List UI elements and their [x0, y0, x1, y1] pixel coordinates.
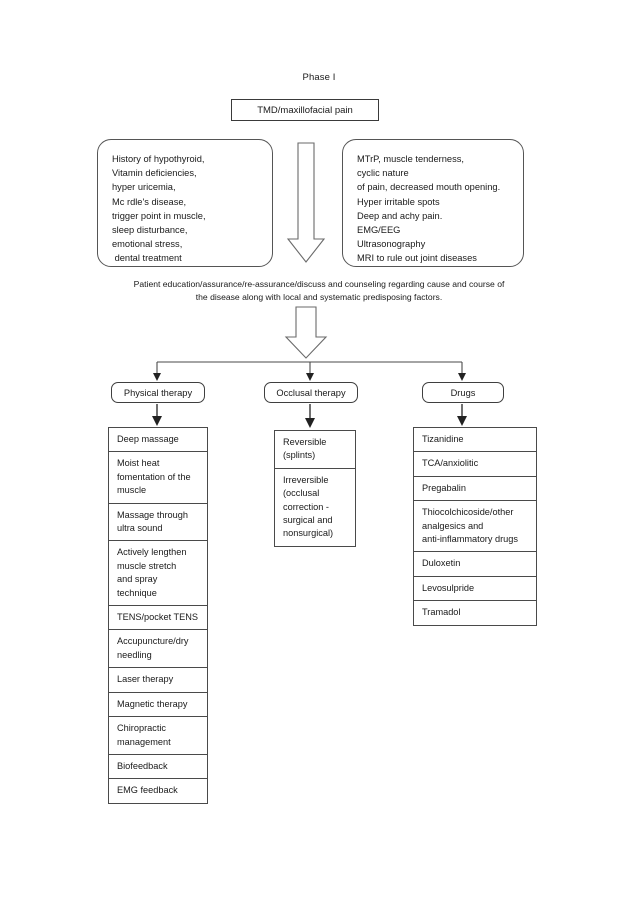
block-arrow-down-2: [284, 306, 328, 359]
list-item-label: Biofeedback: [117, 760, 168, 771]
list-item-label: Actively lengthen muscle stretch and spr…: [117, 547, 187, 598]
panel-line: MRI to rule out joint diseases: [357, 253, 477, 264]
panel-line: of pain, decreased mouth opening.: [357, 182, 501, 193]
panel-line: trigger point in muscle,: [112, 210, 206, 221]
list-item: Reversible (splints): [275, 431, 355, 469]
root-node-tmd: TMD/maxillofacial pain: [231, 99, 379, 121]
patient-education-caption: Patient education/assurance/re-assurance…: [95, 278, 543, 304]
education-line-1: Patient education/assurance/re-assurance…: [133, 279, 505, 289]
list-item-label: Moist heat fomentation of the muscle: [117, 458, 191, 496]
arrowhead-drugs-list: [457, 416, 467, 426]
list-item-label: Thiocolchicoside/other analgesics and an…: [422, 507, 518, 545]
list-item-label: Duloxetin: [422, 558, 461, 569]
list-item: Thiocolchicoside/other analgesics and an…: [414, 501, 536, 553]
list-item: Tramadol: [414, 601, 536, 624]
arrowhead-physical-list: [152, 416, 162, 426]
panel-line: sleep disturbance,: [112, 225, 188, 236]
list-item-label: Tramadol: [422, 607, 461, 618]
list-item: Irreversible (occlusal correction - surg…: [275, 469, 355, 546]
list-item: Actively lengthen muscle stretch and spr…: [109, 541, 207, 607]
clinical-findings-panel: MTrP, muscle tenderness, cyclic nature o…: [342, 139, 524, 267]
list-item-label: TCA/anxiolitic: [422, 458, 479, 469]
list-item-label: Deep massage: [117, 434, 179, 444]
panel-line: cyclic nature: [357, 168, 409, 179]
list-item: Chiropractic management: [109, 717, 207, 755]
list-item-label: Irreversible (occlusal correction - surg…: [283, 474, 334, 539]
list-item-label: Magnetic therapy: [117, 698, 188, 709]
history-risk-factors-panel: History of hypothyroid, Vitamin deficien…: [97, 139, 273, 267]
branch-node-drugs: Drugs: [422, 382, 504, 403]
list-item-label: Laser therapy: [117, 674, 174, 685]
list-item-label: Levosulpride: [422, 582, 475, 593]
education-line-2: the disease along with local and systema…: [195, 292, 443, 302]
list-item: EMG feedback: [109, 779, 207, 802]
branch-label: Physical therapy: [123, 387, 193, 398]
list-item: Biofeedback: [109, 755, 207, 780]
list-item-label: TENS/pocket TENS: [117, 612, 199, 623]
block-arrow-down-1: [286, 142, 326, 263]
list-item: TENS/pocket TENS: [109, 606, 207, 631]
arrowhead-physical-branch: [153, 373, 161, 381]
list-item-label: Accupuncture/dry needling: [117, 636, 189, 660]
list-item: Magnetic therapy: [109, 693, 207, 718]
panel-line: History of hypothyroid,: [112, 154, 205, 164]
list-item-label: Tizanidine: [422, 434, 464, 444]
list-item: Levosulpride: [414, 577, 536, 602]
panel-line: Ultrasonography: [357, 239, 426, 250]
branch-label: Drugs: [450, 387, 476, 398]
list-item: Duloxetin: [414, 552, 536, 577]
list-item-label: EMG feedback: [117, 785, 178, 796]
panel-line: MTrP, muscle tenderness,: [357, 154, 464, 164]
list-item: Moist heat fomentation of the muscle: [109, 452, 207, 504]
list-item: Pregabalin: [414, 477, 536, 502]
branch-node-occlusal-therapy: Occlusal therapy: [264, 382, 358, 403]
branch-label: Occlusal therapy: [276, 387, 346, 398]
phase-title: Phase I: [302, 72, 336, 83]
list-item: Massage through ultra sound: [109, 504, 207, 542]
panel-line: Hyper irritable spots: [357, 196, 440, 207]
branch-node-physical-therapy: Physical therapy: [111, 382, 205, 403]
panel-line: hyper uricemia,: [112, 182, 176, 193]
list-item: Deep massage: [109, 428, 207, 453]
panel-line: emotional stress,: [112, 239, 183, 250]
list-item-label: Chiropractic management: [117, 723, 171, 747]
list-item: Accupuncture/dry needling: [109, 630, 207, 669]
list-item-label: Pregabalin: [422, 482, 466, 493]
panel-line: dental treatment: [112, 253, 182, 264]
panel-line: Deep and achy pain.: [357, 210, 443, 221]
list-item-label: Reversible (splints): [283, 437, 327, 461]
occlusal-therapy-list: Reversible (splints) Irreversible (occlus…: [274, 430, 356, 547]
list-item: Laser therapy: [109, 668, 207, 693]
list-item: Tizanidine: [414, 428, 536, 453]
arrowhead-occlusal-branch: [306, 373, 314, 381]
arrowhead-occlusal-list: [305, 418, 315, 428]
list-item-label: Massage through ultra sound: [117, 509, 188, 534]
arrowhead-drugs-branch: [458, 373, 466, 381]
panel-line: Vitamin deficiencies,: [112, 168, 197, 179]
panel-line: EMG/EEG: [357, 225, 401, 236]
panel-line: Mc rdle's disease,: [112, 196, 187, 207]
root-node-label: TMD/maxillofacial pain: [257, 104, 353, 116]
list-item: TCA/anxiolitic: [414, 452, 536, 477]
